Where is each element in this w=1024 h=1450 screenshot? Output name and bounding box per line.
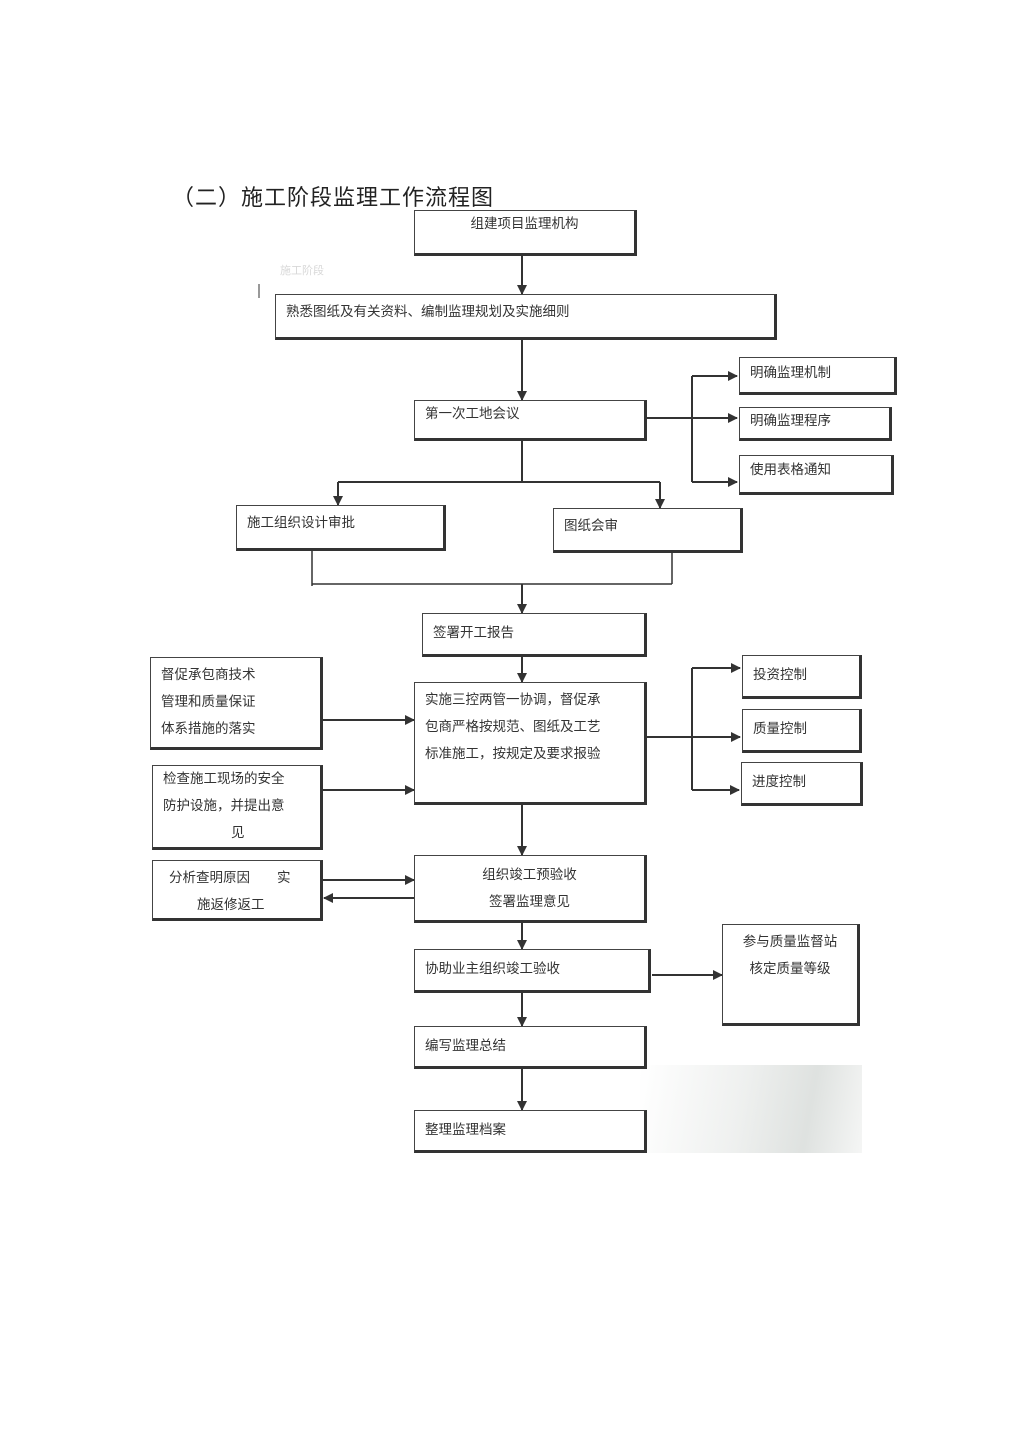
node-analyze-rework: 分析查明原因 实 施返修返工 — [152, 860, 323, 921]
node-text: 防护设施，并提出意 — [163, 798, 285, 814]
node-text: 签署开工报告 — [433, 625, 514, 641]
node-drawing-review: 图纸会审 — [553, 508, 743, 553]
node-text: 分析查明原因 实 — [169, 870, 291, 886]
node-check-safety: 检查施工现场的安全 防护设施，并提出意 见 — [152, 765, 323, 850]
node-text: 施工组织设计审批 — [247, 515, 355, 531]
node-study-drawings: 熟悉图纸及有关资料、编制监理规划及实施细则 — [275, 294, 777, 340]
node-text: 组建项目监理机构 — [470, 216, 579, 232]
node-text: 整理监理档案 — [425, 1122, 506, 1138]
node-text: 检查施工现场的安全 — [163, 771, 285, 787]
node-text: 质量控制 — [753, 721, 807, 737]
node-form-supervision-org: 组建项目监理机构 — [414, 210, 637, 256]
node-sign-start-report: 签署开工报告 — [422, 613, 647, 657]
page-title: （二）施工阶段监理工作流程图 — [172, 186, 495, 211]
node-text: 核定质量等级 — [749, 961, 831, 977]
node-text: 熟悉图纸及有关资料、编制监理规划及实施细则 — [286, 304, 570, 320]
node-archive-files: 整理监理档案 — [414, 1110, 647, 1153]
node-text: 签署监理意见 — [489, 894, 570, 910]
node-text: 第一次工地会议 — [425, 406, 520, 422]
node-urge-contractor: 督促承包商技术 管理和质量保证 体系措施的落实 — [150, 657, 323, 750]
node-quality-supervision: 参与质量监督站 核定质量等级 — [722, 924, 860, 1026]
node-clarify-mechanism: 明确监理机制 — [739, 357, 897, 395]
node-pre-acceptance: 组织竣工预验收 签署监理意见 — [414, 855, 647, 923]
node-text: 包商严格按规范、图纸及工艺 — [425, 719, 601, 735]
node-text: 使用表格通知 — [750, 462, 831, 478]
node-text: 管理和质量保证 — [161, 694, 256, 710]
node-text: 明确监理程序 — [750, 413, 831, 429]
node-text: 组织竣工预验收 — [482, 867, 577, 883]
node-clarify-procedure: 明确监理程序 — [739, 407, 892, 441]
node-construction-design-approval: 施工组织设计审批 — [236, 505, 446, 551]
node-text: 进度控制 — [752, 774, 806, 790]
node-text: 施返修返工 — [197, 897, 265, 913]
node-use-forms: 使用表格通知 — [739, 455, 894, 495]
node-text: 图纸会审 — [564, 518, 618, 534]
node-write-summary: 编写监理总结 — [414, 1026, 647, 1069]
node-investment-control: 投资控制 — [742, 655, 862, 699]
node-schedule-control: 进度控制 — [741, 762, 863, 806]
faint-watermark-text: 施工阶段 — [280, 264, 324, 277]
node-text: 体系措施的落实 — [161, 721, 256, 737]
node-text: 见 — [231, 825, 245, 841]
node-first-site-meeting: 第一次工地会议 — [414, 400, 647, 441]
node-text: 投资控制 — [753, 667, 807, 683]
node-text: 标准施工，按规定及要求报验 — [425, 746, 601, 762]
node-text: 协助业主组织竣工验收 — [425, 961, 560, 977]
node-three-controls: 实施三控两管一协调，督促承 包商严格按规范、图纸及工艺 标准施工，按规定及要求报… — [414, 682, 647, 805]
node-assist-final-acceptance: 协助业主组织竣工验收 — [414, 949, 651, 993]
node-text: 督促承包商技术 — [161, 667, 256, 683]
node-text: 参与质量监督站 — [742, 934, 838, 950]
node-text: 编写监理总结 — [425, 1038, 506, 1054]
node-quality-control: 质量控制 — [742, 709, 862, 753]
node-text: 实施三控两管一协调，督促承 — [425, 692, 601, 708]
node-text: 明确监理机制 — [750, 365, 831, 381]
